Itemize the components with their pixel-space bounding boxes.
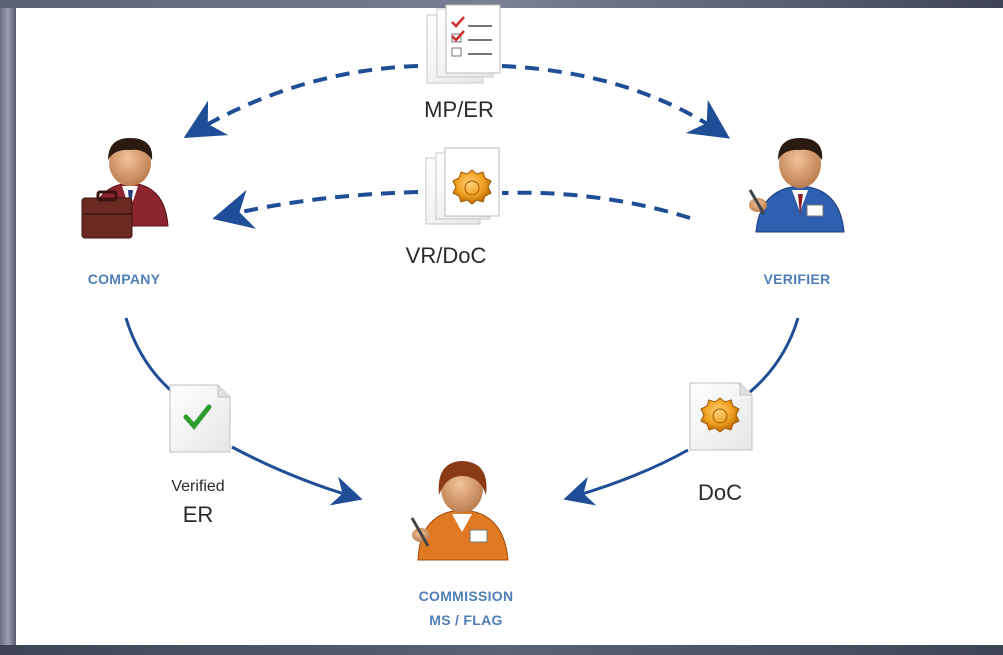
arrow-verified-er-to-commission <box>231 445 363 506</box>
inspector-with-badge-icon <box>748 138 845 233</box>
arrow-verifier-to-vr-doc <box>501 190 691 220</box>
sealed-document-icon <box>425 147 500 225</box>
arrow-mp-er-to-company <box>183 64 419 139</box>
sealed-document-icon <box>689 382 753 451</box>
arrow-mp-er-to-verifier <box>501 64 730 139</box>
mp-er-label: MP/ER <box>424 97 494 122</box>
checkmark-document-icon <box>169 384 231 453</box>
company-label: COMPANY <box>88 271 161 287</box>
arrow-vr-doc-to-company <box>212 189 419 229</box>
arrow-company-to-verified-er <box>124 317 177 397</box>
commission-label-line2: MS / FLAG <box>429 612 502 628</box>
verified-er-label-line2: ER <box>183 502 214 527</box>
official-with-badge-icon <box>410 461 509 561</box>
verifier-label: VERIFIER <box>764 271 831 287</box>
top-frame-bar <box>0 0 1003 8</box>
bottom-frame-bar <box>0 645 1003 655</box>
businessman-with-briefcase-icon <box>81 138 169 239</box>
vr-doc-label: VR/DoC <box>406 243 487 268</box>
commission-label-line1: COMMISSION <box>419 588 514 604</box>
verified-er-label-line1: Verified <box>171 478 224 495</box>
checklist-document-icon <box>426 4 501 84</box>
arrow-verifier-to-doc <box>749 317 800 394</box>
doc-label: DoC <box>698 480 742 505</box>
diagram-panel <box>16 8 1003 648</box>
arrow-doc-to-commission <box>563 448 689 506</box>
